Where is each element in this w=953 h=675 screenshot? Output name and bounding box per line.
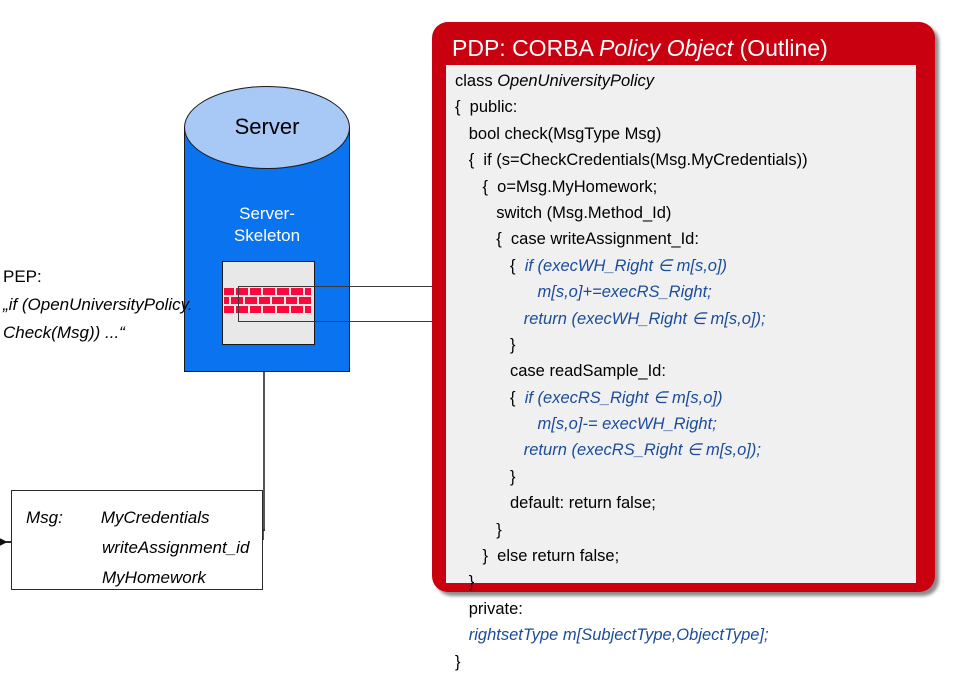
code-line: } else return false;: [455, 547, 620, 566]
brick-row: [224, 288, 313, 295]
brick: [258, 297, 271, 304]
brick: [249, 288, 262, 295]
pep-caption-label: PEP:: [3, 267, 42, 286]
code-line: { o=Msg.MyHomework;: [455, 177, 658, 196]
msg-line-1: MyCredentials: [100, 508, 210, 527]
brick: [224, 306, 234, 313]
brick: [277, 306, 289, 313]
brick-row: [224, 297, 313, 304]
brick: [304, 306, 312, 313]
pdp-title-suffix: (Outline): [733, 35, 828, 61]
brick: [263, 306, 276, 313]
pdp-code-listing: class OpenUniversityPolicy { public: bool…: [455, 68, 920, 675]
code-line: m[s,o]-= execWH_Right;: [455, 415, 717, 434]
msg-label: Msg:: [26, 508, 63, 527]
code-line: { if (s=CheckCredentials(Msg.MyCredentia…: [455, 151, 808, 170]
msg-line-3: MyHomework: [102, 568, 206, 587]
code-line: switch (Msg.Method_Id): [455, 203, 672, 222]
brick: [290, 306, 303, 313]
msg-line-2: writeAssignment_id: [102, 538, 250, 557]
pep-caption: PEP: „if (OpenUniversityPolicy. Check(Ms…: [3, 263, 248, 347]
brick: [235, 306, 248, 313]
brick: [249, 306, 262, 313]
pdp-title-prefix: PDP: CORBA: [452, 35, 599, 61]
brick: [244, 297, 257, 304]
code-line: m[s,o]+=execRS_Right;: [455, 283, 712, 302]
brick: [299, 297, 312, 304]
pdp-title-emphasis: Policy Object: [598, 35, 734, 61]
brick: [235, 288, 248, 295]
code-line: }: [455, 573, 475, 592]
brick-row: [224, 306, 313, 313]
code-line: private:: [455, 599, 523, 618]
brick: [285, 297, 298, 304]
code-line: default: return false;: [455, 494, 656, 513]
code-line: { public:: [455, 98, 518, 117]
code-line: case readSample_Id:: [455, 362, 666, 381]
code-line: class OpenUniversityPolicy: [455, 72, 654, 90]
server-cylinder-top: Server: [184, 86, 350, 169]
brick: [231, 297, 243, 304]
pep-caption-line2: Check(Msg)) ...“: [3, 323, 125, 342]
code-line: bool check(MsgType Msg): [455, 124, 662, 143]
msg-box-content: Msg: MyCredentials writeAssignment_id MyH…: [26, 503, 266, 593]
code-line: }: [455, 652, 461, 671]
msg-box: [11, 490, 263, 590]
code-line: }: [455, 335, 516, 354]
brick: [272, 297, 284, 304]
brick: [304, 288, 312, 295]
code-line: return (execWH_Right ∈ m[s,o]);: [455, 309, 766, 328]
code-line: rightsetType m[SubjectType,ObjectType];: [455, 626, 769, 645]
code-line: { if (execRS_Right ∈ m[s,o]): [455, 388, 723, 407]
server-skeleton-label: Server- Skeleton: [233, 204, 301, 245]
code-line: { if (execWH_Right ∈ m[s,o]): [455, 256, 728, 275]
code-line: return (execRS_Right ∈ m[s,o]);: [455, 441, 761, 460]
server-label: Server: [234, 113, 300, 139]
brick: [263, 288, 276, 295]
brick: [277, 288, 289, 295]
code-line: }: [455, 467, 516, 486]
code-line: }: [455, 520, 502, 539]
code-line: { case writeAssignment_Id:: [455, 230, 699, 249]
brick: [290, 288, 303, 295]
pdp-panel-title: PDP: CORBA Policy Object (Outline): [452, 33, 828, 63]
brick: [224, 288, 234, 295]
pdp-code-panel: [446, 65, 916, 583]
brick: [224, 297, 230, 304]
pep-caption-line1: „if (OpenUniversityPolicy.: [3, 295, 193, 314]
